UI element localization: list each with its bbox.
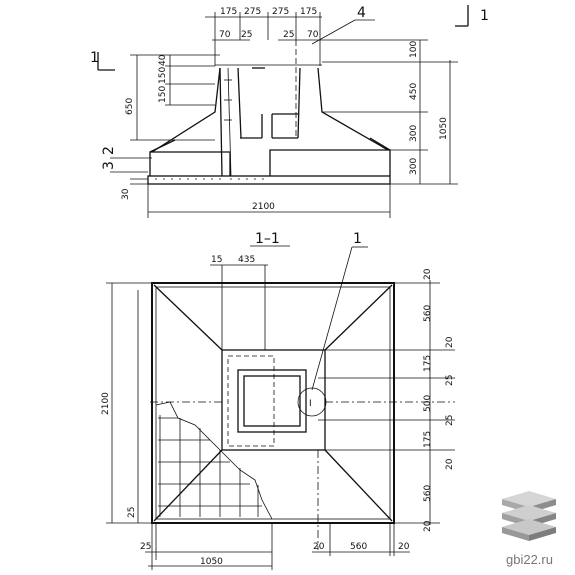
dim-top-2: 275 [244,7,261,17]
section-mark-left-label: 1 [90,50,99,66]
plan-view: 1–1 [101,231,455,570]
plan-dim-bottom-right-20b: 20 [398,542,410,552]
rebar-mesh-cutaway [155,401,273,520]
plan-dim-bottom-right-20a: 20 [313,542,325,552]
stacked-layers-icon [502,491,556,541]
callout-4-leader [311,19,356,45]
socket-rebar-dashed [227,355,275,447]
elevation-view: 175 275 275 175 70 25 25 70 4 1 1 40 150… [90,5,489,218]
socket-wall-right [297,67,301,139]
dim-inner-right-70: 70 [307,30,319,40]
dim-bottom-left-30: 30 [121,188,131,200]
right-slope [317,67,389,151]
lower-step-right [269,149,391,176]
callout-1-label: 1 [353,231,362,247]
base-slab [147,175,391,185]
watermark: gbi22.ru [492,487,567,567]
dim-right-450: 450 [409,83,419,100]
plan-inner-edge [155,286,391,520]
plan-dim-right-7: 25 [445,415,455,426]
diag-bl [153,449,223,522]
plan-dim-right-10: 560 [423,485,433,502]
dim-left-40: 40 [158,54,168,66]
dim-inner-left-70: 70 [219,30,231,40]
socket-inner [243,375,301,427]
callout-4-label: 4 [357,5,366,21]
dim-top-4: 175 [300,7,317,17]
detail-marker: I [309,399,312,409]
plan-dim-right-8: 175 [423,431,433,448]
lower-step-outline [149,151,231,176]
dim-top-3: 275 [272,7,289,17]
plan-dim-right-6: 500 [423,395,433,412]
dim-left-650: 650 [125,98,135,115]
socket-outer [237,369,307,433]
dim-overall-2100: 2100 [252,202,275,212]
diag-tr [324,284,393,351]
callout-1-leader [311,246,353,391]
dim-inner-right-25: 25 [283,30,294,40]
callout-3-label: 3 [101,161,117,170]
plan-dim-right-4: 175 [423,355,433,372]
dim-right-300a: 300 [409,125,419,142]
dim-right-300b: 300 [409,158,419,175]
diag-br [324,449,393,522]
socket-left-outer [219,67,223,177]
dim-inner-left-25: 25 [241,30,252,40]
plan-dim-top-15: 15 [211,255,222,265]
plan-dim-right-5: 25 [445,375,455,386]
lower-step-top-right [369,137,391,151]
diag-tl [153,284,223,351]
plan-dim-bottom-right-560: 560 [350,542,367,552]
left-slope [151,67,221,153]
plan-dim-bottom-1050: 1050 [200,557,223,567]
socket-wall-left [237,67,242,139]
plan-outer-edge [151,282,395,524]
watermark-text: gbi22.ru [506,552,553,567]
plan-dim-right-3: 20 [445,336,455,348]
dim-left-150a: 150 [158,67,168,84]
plan-title: 1–1 [255,231,280,247]
dim-right-1050: 1050 [439,117,449,140]
plan-dim-left-2100: 2100 [101,392,111,415]
dim-right-100: 100 [409,41,419,58]
plan-dim-right-2: 560 [423,305,433,322]
section-mark-right-label: 1 [480,8,489,24]
plan-dim-left-25: 25 [127,507,137,518]
plan-middle-square [221,349,326,451]
dim-top-1: 175 [220,7,237,17]
plan-dim-top-435: 435 [238,255,255,265]
detail-circle [297,387,327,417]
dim-left-150b: 150 [158,86,168,103]
socket-left-inner [227,67,232,177]
plan-dim-bottom-25: 25 [140,542,151,552]
plan-dim-right-1: 20 [423,268,433,280]
callout-2-label: 2 [101,146,117,155]
plan-dim-right-9: 20 [445,458,455,470]
plan-dim-right-11: 20 [423,520,433,532]
